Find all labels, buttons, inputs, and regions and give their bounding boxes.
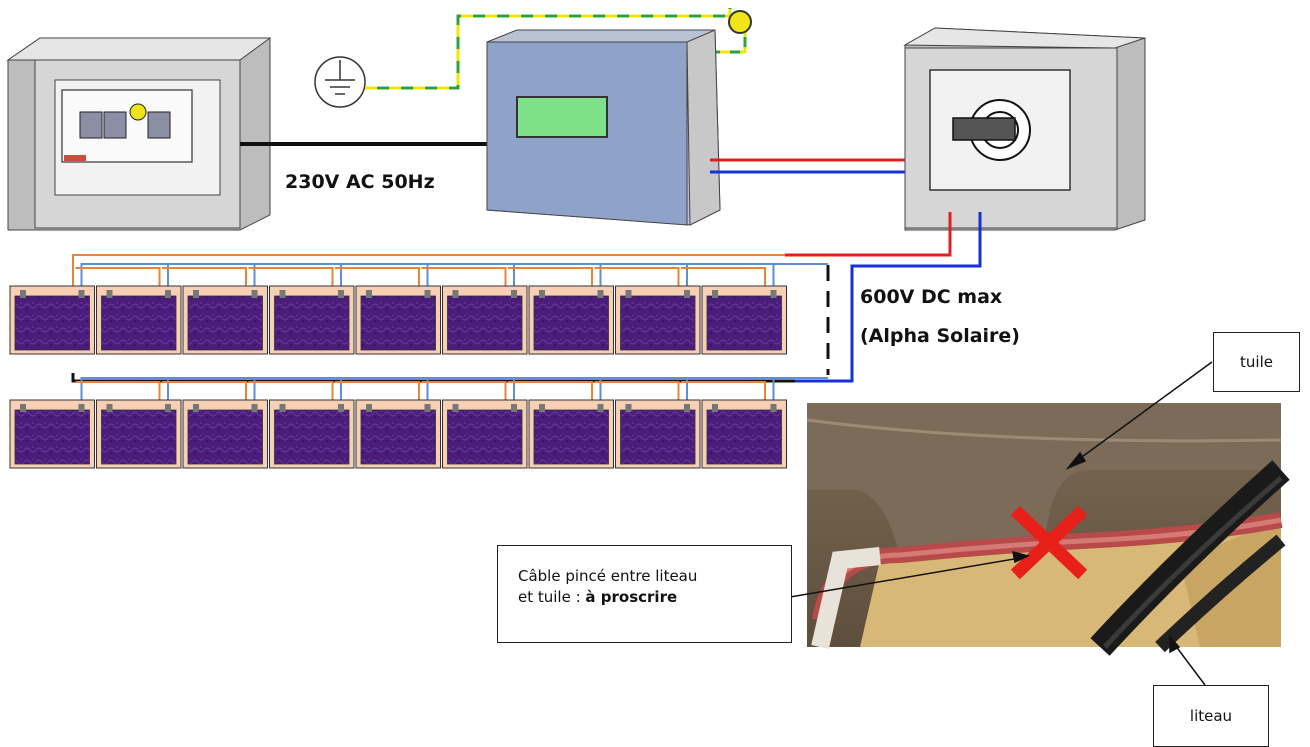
warning-cross-icon [1010, 505, 1088, 580]
string-link [594, 267, 680, 290]
dc-voltage-label-line1: 600V DC max [860, 286, 1002, 308]
solar-panel [615, 399, 701, 469]
cable-warning-callout: Câble pincé entre liteau et tuile : à pr… [497, 545, 792, 643]
solar-panel [442, 285, 528, 355]
liteau-label: liteau [1189, 707, 1233, 725]
solar-panel [269, 285, 355, 355]
string-link [513, 377, 602, 404]
string-link [167, 263, 256, 290]
solar-panel [701, 399, 787, 469]
solar-panel [269, 399, 355, 469]
inverter-display [516, 96, 608, 138]
cable-warning-emphasis: à proscrire [585, 588, 678, 606]
string-link [340, 263, 429, 290]
solar-panel [9, 399, 95, 469]
string-link [686, 377, 775, 404]
solar-panel [701, 285, 787, 355]
string-link [426, 263, 516, 290]
rotary-switch-icon [952, 99, 1031, 161]
dc-positive-wire-array [785, 212, 952, 257]
string-link [162, 381, 247, 404]
inverter-box [486, 29, 721, 226]
string-link [513, 263, 602, 290]
string-link [421, 267, 507, 290]
string-link [599, 263, 689, 290]
solar-panel [182, 399, 268, 469]
solar-panel [355, 399, 441, 469]
panel-row-1 [9, 285, 787, 355]
string-link [340, 377, 429, 404]
solar-panel [355, 285, 441, 355]
dc-voltage-label-line2: (Alpha Solaire) [860, 325, 1020, 347]
string-link [772, 263, 828, 290]
solar-panel [96, 399, 182, 469]
solar-panel [182, 285, 268, 355]
dc-negative-wire-array [795, 212, 982, 383]
string-link [253, 377, 343, 404]
string-link [508, 381, 593, 404]
string-link [772, 377, 828, 404]
cable-warning-line1: Câble pincé entre liteau [518, 567, 698, 585]
string-link [421, 381, 507, 404]
string-link [594, 381, 680, 404]
tuile-callout: tuile [1213, 332, 1300, 392]
dc-isolator-box [903, 27, 1146, 231]
solar-panel [96, 285, 182, 355]
string-link [75, 381, 161, 404]
string-link [335, 381, 420, 404]
string-link [248, 267, 334, 290]
string-connectors [75, 263, 828, 404]
string-link [508, 267, 593, 290]
string-link [335, 267, 420, 290]
roof-photo [806, 403, 1290, 656]
solar-panel [615, 285, 701, 355]
breaker-switch-icon [64, 103, 171, 161]
solar-panel [528, 285, 614, 355]
string-link [80, 263, 170, 290]
breaker-box [6, 37, 272, 231]
string-link [75, 267, 161, 290]
string-link [248, 381, 334, 404]
cable-warning-line2: et tuile : à proscrire [518, 587, 791, 608]
earth-terminal-icon [728, 10, 752, 34]
string-link [681, 267, 766, 290]
solar-panel [9, 285, 95, 355]
string-link [162, 267, 247, 290]
tuile-label: tuile [1240, 353, 1273, 371]
panel-row-2 [9, 399, 787, 469]
cable-warning-prefix: et tuile : [518, 588, 586, 606]
string-link [253, 263, 343, 290]
solar-panel [442, 399, 528, 469]
string-link [681, 381, 766, 404]
string-link [80, 377, 170, 404]
string-link [599, 377, 689, 404]
liteau-callout: liteau [1153, 685, 1269, 747]
string-link [167, 377, 256, 404]
string-link [426, 377, 516, 404]
callout-arrows [789, 361, 1213, 686]
solar-panel [528, 399, 614, 469]
string-link [686, 263, 775, 290]
earth-ground-icon [314, 56, 366, 108]
ac-voltage-label: 230V AC 50Hz [285, 171, 435, 193]
